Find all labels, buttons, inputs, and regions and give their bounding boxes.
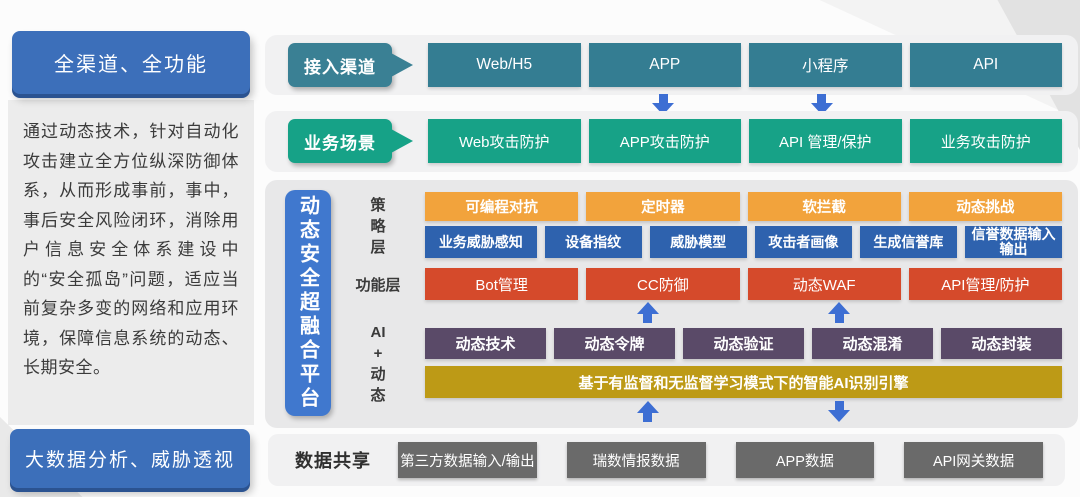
business-scenario-box: APP攻击防护 [588,119,741,163]
function-box: API管理/防护 [908,268,1062,300]
data-sharing-box: APP数据 [735,442,875,478]
up-arrow-icon [828,302,850,323]
dynamic-tech-box: 动态验证 [683,328,804,359]
access-channel-box: 小程序 [749,43,902,87]
strategy-intel-box: 攻击者画像 [754,226,852,258]
dynamic-tech-box: 动态令牌 [554,328,675,359]
strategy-tool-box: 定时器 [586,192,740,221]
dynamic-tech-box: 动态封装 [941,328,1062,359]
strategy-tool-box: 可编程对抗 [425,192,579,221]
top-feature-badge: 全渠道、全功能 [12,31,250,94]
down-arrow-icon [828,401,850,422]
strategy-tools-row: 可编程对抗定时器软拦截动态挑战 [425,192,1062,221]
function-layer-label: 功能层 [355,277,401,294]
dynamic-tech-box: 动态混淆 [812,328,933,359]
business-scenario-box: API 管理/保护 [749,119,902,163]
up-arrow-icon [637,302,659,323]
dynamic-tech-row: 动态技术动态令牌动态验证动态混淆动态封装 [425,328,1062,359]
engine-to-data-arrows [425,401,1062,426]
function-box: Bot管理 [425,268,579,300]
description-panel: 通过动态技术，针对自动化攻击建立全方位纵深防御体系，从而形成事前，事中，事后安全… [8,100,254,425]
strategy-intel-box: 设备指纹 [544,226,642,258]
bottom-feature-badge: 大数据分析、威胁透视 [10,429,250,488]
up-arrow-icon [637,401,659,422]
access-channel-box: Web/H5 [428,43,581,87]
data-sharing-label: 数据共享 [295,451,371,471]
ai-dynamic-layer-label: AI + 动 态 [370,324,386,404]
data-sharing-band: 数据共享 第三方数据输入/输出瑞数情报数据 APP数据 API网关数据 [268,434,1065,486]
ai-engine-row: 基于有监督和无监督学习模式下的智能AI识别引擎 [425,366,1062,398]
data-sharing-box: 瑞数情报数据 [566,442,706,478]
function-box: CC防御 [586,268,740,300]
data-sharing-box: API网关数据 [904,442,1043,478]
strategy-tool-box: 动态挑战 [908,192,1062,221]
business-scenario-tag: 业务场景 [288,119,392,163]
access-channel-box: APP [588,43,741,87]
strategy-intel-box: 生成信誉库 [859,226,957,258]
platform-container: 动态安全超融合平台 策 略 层 功能层 AI + 动 态 可编程对抗定时器软拦截… [265,180,1078,428]
strategy-intel-row: 业务威胁感知设备指纹威胁模型攻击者画像生成信誉库信誉数据输入 输出 [425,226,1063,258]
access-channel-box: API [909,43,1062,87]
dynamic-tech-box: 动态技术 [425,328,546,359]
business-scenario-box: 业务攻击防护 [909,119,1062,163]
strategy-intel-box: 威胁模型 [649,226,747,258]
platform-rows: 可编程对抗定时器软拦截动态挑战 业务威胁感知设备指纹威胁模型攻击者画像生成信誉库… [425,180,1063,428]
strategy-tool-box: 软拦截 [747,192,901,221]
function-box: 动态WAF [747,268,901,300]
function-to-ai-arrows [425,302,1062,326]
strategy-intel-box: 业务威胁感知 [425,226,537,258]
platform-title: 动态安全超融合平台 [285,190,331,416]
strategy-layer-label: 策 略 层 [370,197,386,256]
data-sharing-boxes: 第三方数据输入/输出瑞数情报数据 APP数据 API网关数据 [398,442,1043,478]
business-scenario-box: Web攻击防护 [428,119,581,163]
access-channel-tag: 接入渠道 [288,43,392,87]
data-sharing-box: 第三方数据输入/输出 [398,442,537,478]
strategy-intel-box: 信誉数据输入 输出 [964,226,1063,258]
ai-engine-box: 基于有监督和无监督学习模式下的智能AI识别引擎 [425,366,1062,398]
